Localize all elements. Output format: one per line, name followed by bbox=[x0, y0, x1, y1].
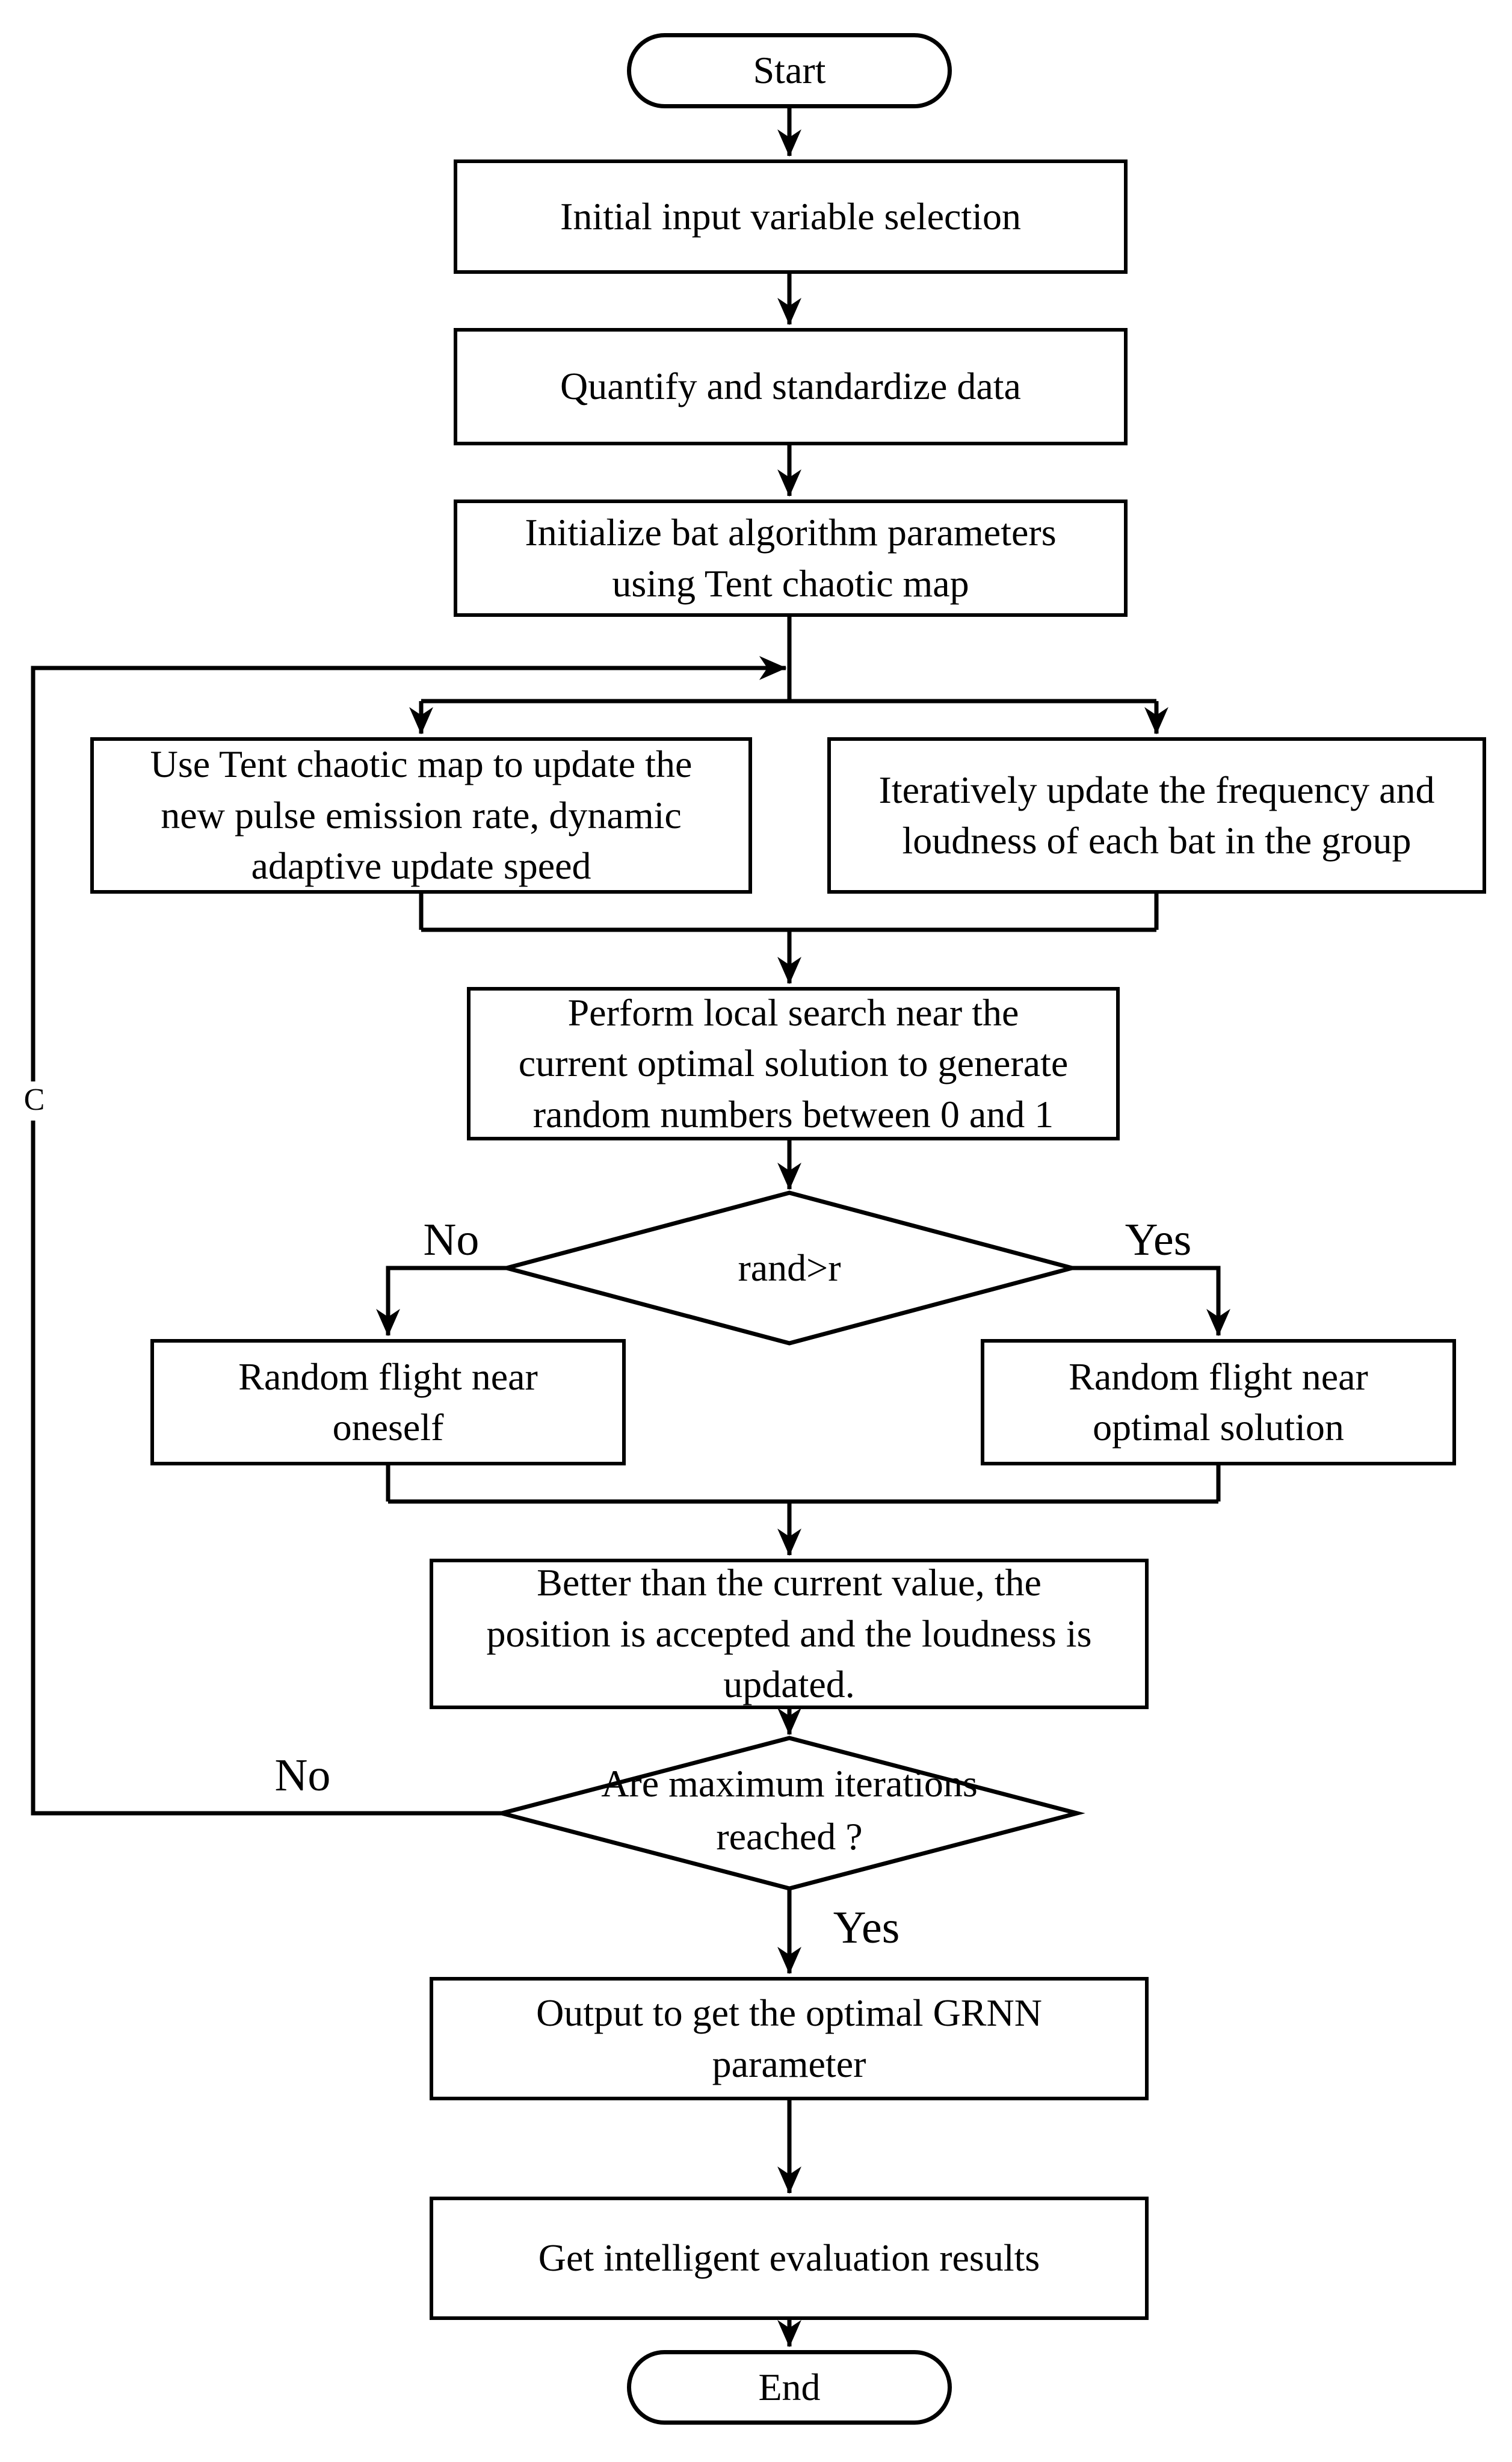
rand-yes-label: Yes bbox=[1125, 1214, 1192, 1265]
loop-connector-label: C bbox=[23, 1083, 45, 1117]
max-iter-no-label: No bbox=[274, 1750, 331, 1801]
edge-rand-no-branch bbox=[376, 1266, 507, 1337]
node-initialize-bat-parameters: Initialize bat algorithm parameters usin… bbox=[454, 500, 1128, 617]
node-output-optimal-grnn-parameter: Output to get the optimal GRNN parameter bbox=[430, 1977, 1149, 2100]
max-iter-yes-label: Yes bbox=[833, 1902, 900, 1953]
max-iter-decision-diamond bbox=[493, 1736, 1085, 1891]
node-start: Start bbox=[627, 33, 952, 108]
rand-no-label: No bbox=[423, 1214, 480, 1265]
rand-decision-label: rand>r bbox=[738, 1246, 841, 1289]
node-perform-local-search: Perform local search near the current op… bbox=[467, 987, 1120, 1140]
node-position-accepted-loudness-updated: Better than the current value, the posit… bbox=[430, 1559, 1149, 1709]
node-tent-chaotic-update: Use Tent chaotic map to update the new p… bbox=[90, 737, 752, 894]
max-iter-decision-label: Are maximum iterations reached ? bbox=[601, 1762, 978, 1858]
node-get-intelligent-evaluation-results: Get intelligent evaluation results bbox=[430, 2197, 1149, 2320]
node-random-flight-near-optimal: Random flight near optimal solution bbox=[981, 1339, 1456, 1465]
node-random-flight-near-oneself: Random flight near oneself bbox=[150, 1339, 626, 1465]
rand-decision-diamond bbox=[498, 1190, 1081, 1346]
node-initial-input-variable-selection: Initial input variable selection bbox=[454, 159, 1128, 274]
edge-rand-yes-branch bbox=[1072, 1266, 1230, 1337]
node-end: End bbox=[627, 2350, 952, 2425]
edge-loop-return-upper bbox=[31, 656, 787, 1081]
node-iteratively-update-frequency: Iteratively update the frequency and lou… bbox=[827, 737, 1486, 894]
edge-loop-return-lower bbox=[31, 1121, 502, 1816]
node-quantify-and-standardize-data: Quantify and standardize data bbox=[454, 328, 1128, 445]
